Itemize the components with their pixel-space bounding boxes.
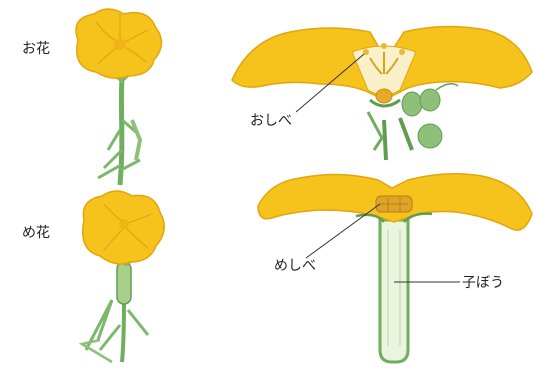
female-flower-cross-section [258, 174, 532, 362]
male-flower-cross-section [232, 26, 532, 160]
female-flower-illustration [82, 191, 164, 362]
male-flower-illustration [76, 9, 162, 185]
pistil-leader-line [306, 204, 380, 258]
